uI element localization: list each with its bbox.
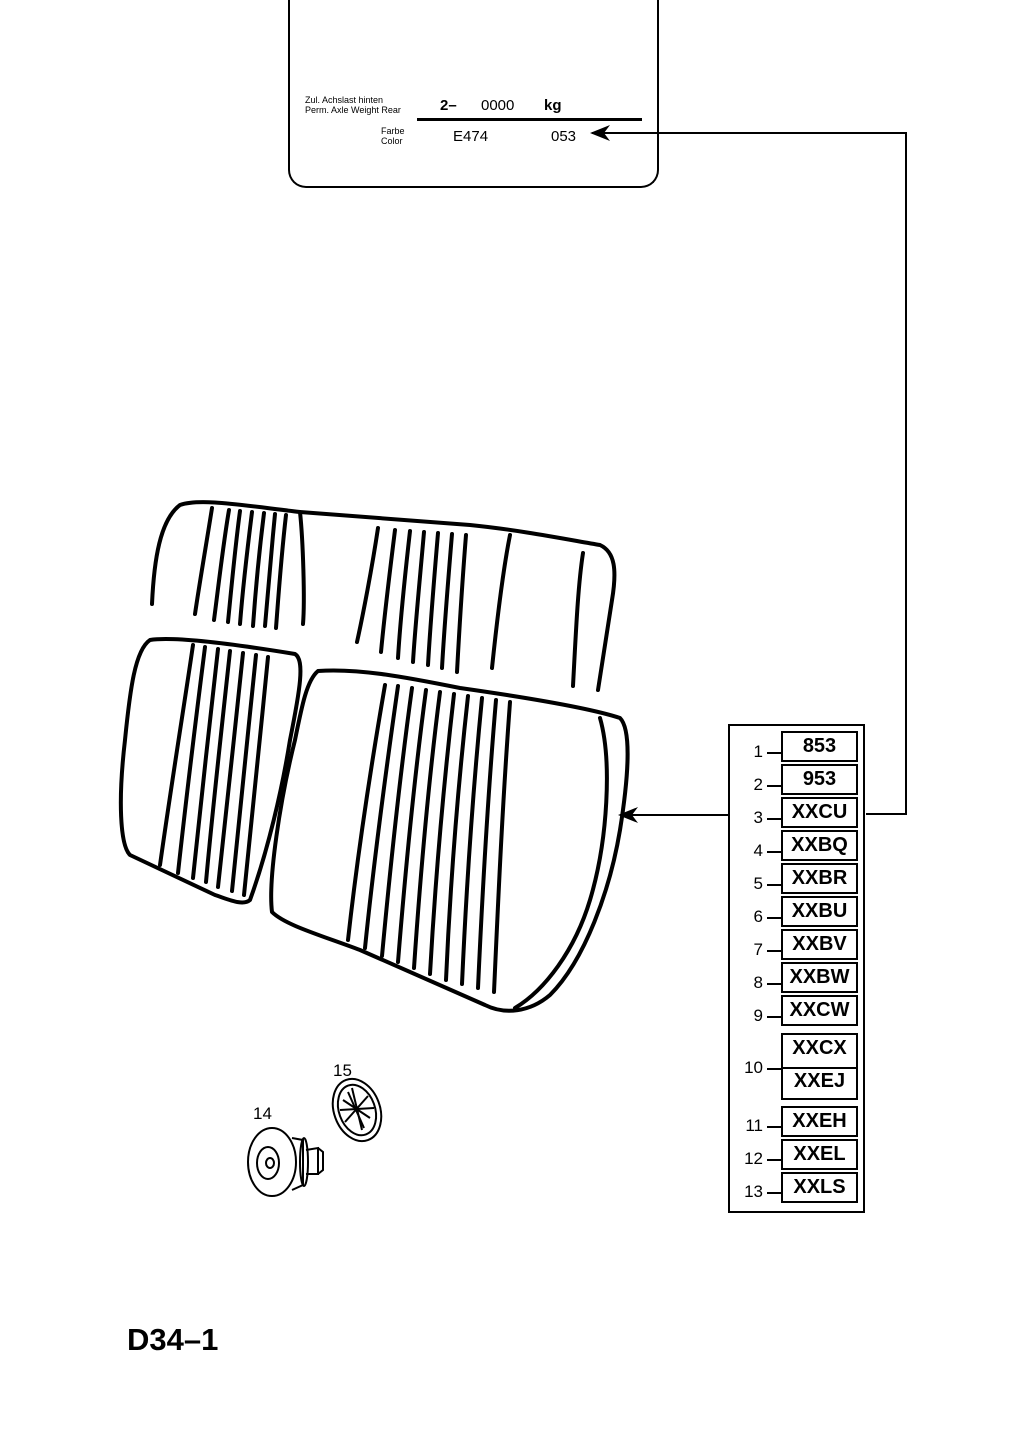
code-number: 8 [753, 973, 763, 992]
axle-label-en: Perm. Axle Weight Rear [305, 105, 401, 115]
code-number: 7 [753, 940, 763, 959]
connector-line-to-plate [590, 125, 907, 815]
code-pair-box: XXCX XXEJ [781, 1033, 858, 1100]
code-number: 4 [753, 841, 763, 860]
code-box: 953 [781, 764, 858, 795]
leader-tick [767, 884, 781, 886]
code-box: XXCU [781, 797, 858, 828]
color-number: 053 [551, 128, 577, 145]
code-number: 13 [744, 1182, 763, 1201]
code-number: 3 [753, 808, 763, 827]
code-number: 1 [753, 742, 763, 761]
leader-tick [767, 1126, 781, 1128]
code-box: XXBQ [781, 830, 858, 861]
leader-tick [767, 1192, 781, 1194]
code-box: XXBU [781, 896, 858, 927]
code-box: XXCW [781, 995, 858, 1026]
axle-value: 0000 [481, 97, 515, 114]
callout-clip: 14 [253, 1104, 272, 1123]
leader-tick [767, 785, 781, 787]
code-number: 5 [753, 874, 763, 893]
leader-tick [767, 1068, 781, 1070]
axle-unit: kg [544, 97, 562, 114]
leader-tick [767, 1159, 781, 1161]
leader-tick [767, 950, 781, 952]
leader-tick [767, 851, 781, 853]
retainer-fastener [331, 1077, 383, 1143]
callout-retainer: 15 [333, 1061, 352, 1080]
code-number: 12 [744, 1149, 763, 1168]
leader-tick [767, 917, 781, 919]
code-box: XXLS [781, 1172, 858, 1203]
code-box: 853 [781, 731, 858, 762]
code-box: XXCX [792, 1037, 847, 1059]
axle-prefix: 2– [440, 97, 457, 114]
leader-tick [767, 752, 781, 754]
axle-label-de: Zul. Achslast hinten [305, 95, 384, 105]
code-box: XXBR [781, 863, 858, 894]
leader-tick [767, 1016, 781, 1018]
page-id: D34–1 [127, 1322, 219, 1357]
color-code-table [728, 724, 865, 1213]
code-box: XXEH [781, 1106, 858, 1137]
code-number: 9 [753, 1006, 763, 1025]
color-label-en: Color [381, 136, 403, 146]
code-number: 2 [753, 775, 763, 794]
color-label-de: Farbe [381, 126, 405, 136]
code-box: XXBV [781, 929, 858, 960]
code-number: 6 [753, 907, 763, 926]
code-box: XXBW [781, 962, 858, 993]
code-box: XXEJ [793, 1070, 846, 1092]
rear-seat-backrest [118, 500, 630, 1013]
plate-divider [417, 118, 642, 121]
leader-tick [767, 818, 781, 820]
color-code: E474 [453, 128, 489, 145]
code-box: XXEL [781, 1139, 858, 1170]
clip-fastener [247, 1127, 324, 1197]
label-plate [288, 0, 659, 188]
code-number: 10 [744, 1058, 763, 1077]
leader-tick [767, 983, 781, 985]
code-number: 11 [745, 1116, 763, 1135]
